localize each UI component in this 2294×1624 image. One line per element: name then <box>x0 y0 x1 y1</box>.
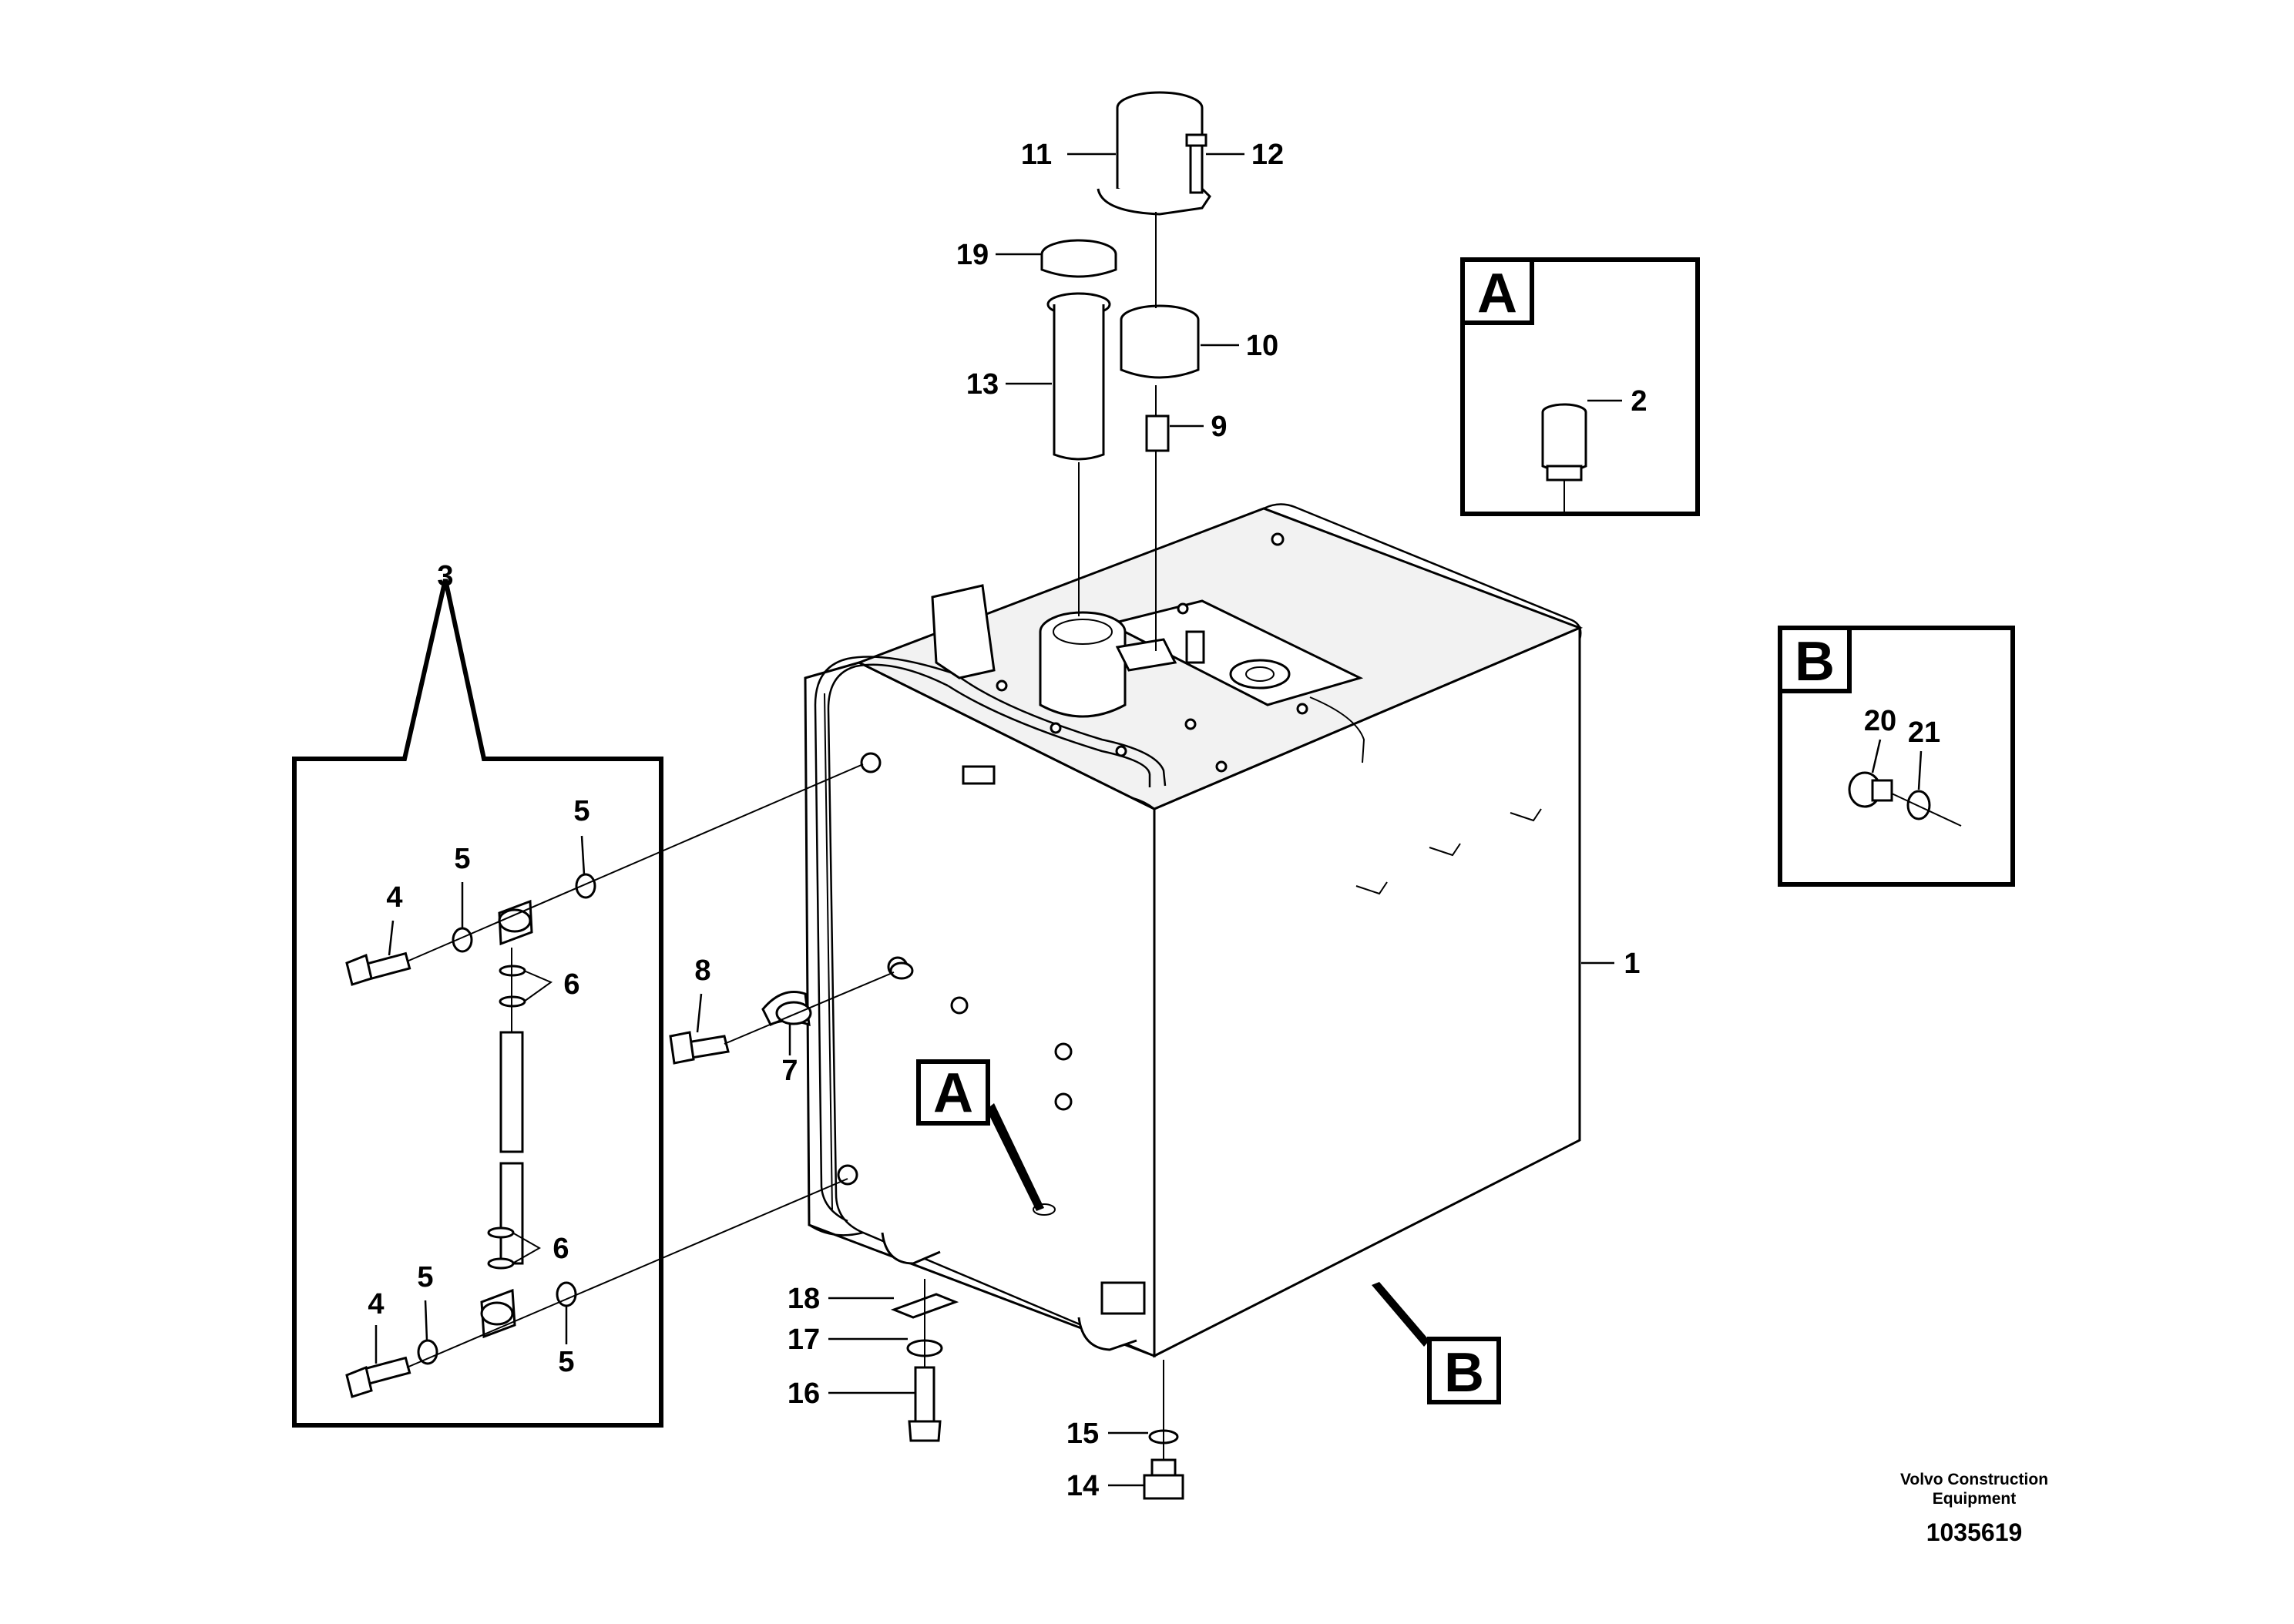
callout-4b: 4 <box>368 1288 384 1320</box>
callout-12: 12 <box>1251 139 1284 171</box>
hydraulic-tank <box>804 503 1584 1358</box>
callout-17: 17 <box>788 1324 820 1356</box>
callout-16: 16 <box>788 1377 820 1410</box>
callout-5b: 5 <box>417 1261 433 1293</box>
callout-labels: 11 12 19 10 13 9 2 1 3 5 5 4 6 8 7 6 5 4… <box>368 139 1940 1502</box>
credit-line-1: Volvo Construction <box>1900 1471 2048 1488</box>
callout-6a: 6 <box>563 968 579 1001</box>
detail-b-box <box>1778 626 2015 887</box>
callout-2: 2 <box>1631 385 1647 418</box>
detail-b-box-label: B <box>1795 631 1835 693</box>
detail-a-marker <box>916 1059 1044 1211</box>
callout-10: 10 <box>1246 330 1278 362</box>
detail-a-box-label: A <box>1477 263 1517 324</box>
callout-7: 7 <box>781 1055 798 1087</box>
callout-13: 13 <box>966 368 999 401</box>
detail-3-panel <box>292 579 864 1428</box>
detail-a-marker-label: A <box>933 1062 973 1124</box>
detail-b-marker <box>1372 1282 1501 1404</box>
callout-19: 19 <box>956 239 989 271</box>
detail-a-box <box>1460 257 1700 516</box>
callout-21: 21 <box>1908 716 1940 749</box>
callout-3: 3 <box>437 560 453 592</box>
bottom-fasteners <box>890 1279 1184 1500</box>
callout-11: 11 <box>1021 139 1052 171</box>
breather-assembly <box>1040 91 1211 651</box>
callout-5d: 5 <box>573 795 589 827</box>
callout-9: 9 <box>1211 411 1227 443</box>
callout-4a: 4 <box>386 881 402 914</box>
callout-1: 1 <box>1624 948 1640 980</box>
detail-b-marker-label: B <box>1444 1342 1484 1404</box>
clamp-assembly <box>669 961 914 1065</box>
leader-lines <box>374 153 1923 1487</box>
callout-5c: 5 <box>558 1346 574 1378</box>
document-number: 1035619 <box>1926 1518 2023 1546</box>
credit-line-2: Equipment <box>1933 1490 2017 1508</box>
callout-8: 8 <box>694 955 710 987</box>
callout-18: 18 <box>788 1283 820 1315</box>
callout-5a: 5 <box>454 843 470 875</box>
callout-20: 20 <box>1864 705 1896 737</box>
callout-6b: 6 <box>553 1233 569 1265</box>
callout-15: 15 <box>1066 1418 1099 1450</box>
callout-14: 14 <box>1066 1470 1099 1502</box>
